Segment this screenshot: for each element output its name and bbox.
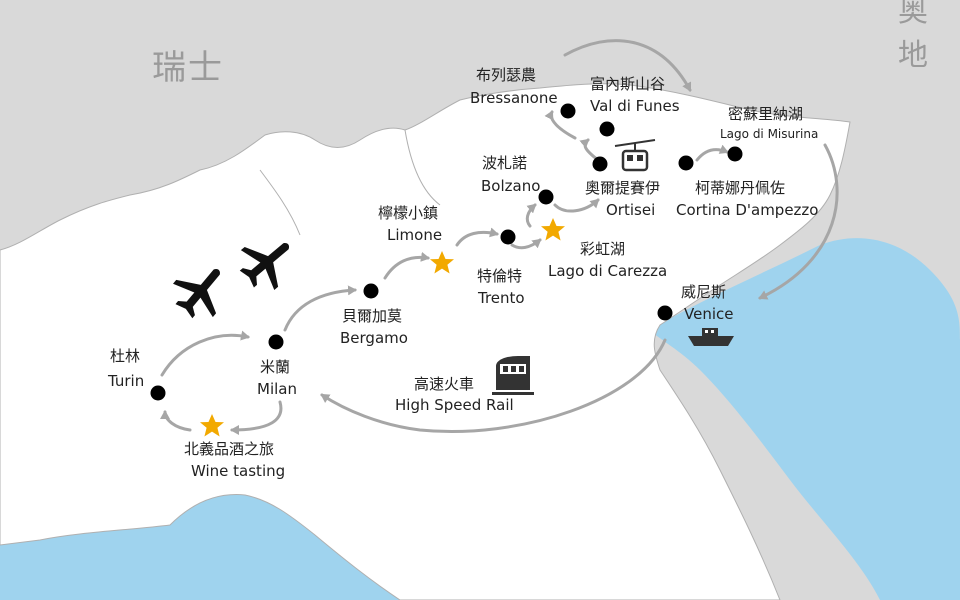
route-valdifunes-bressanone <box>544 110 577 140</box>
country-label-austria: 奥地 <box>898 0 930 73</box>
label-ortisei-en: Ortisei <box>606 201 656 219</box>
dot-cortina <box>678 155 694 171</box>
dot-turin <box>150 385 166 401</box>
label-trento-zh: 特倫特 <box>477 267 523 285</box>
cable-car-icon <box>614 139 656 172</box>
label-val-di-funes-zh: 富內斯山谷 <box>590 75 666 93</box>
label-high-speed-rail-zh: 高速火車 <box>414 375 475 393</box>
route-milan-bergamo <box>283 285 357 332</box>
label-lago-di-carezza-zh: 彩虹湖 <box>580 240 626 258</box>
route-cortina-misurina <box>695 144 729 162</box>
italy-land <box>0 83 851 600</box>
label-trento-en: Trento <box>478 289 525 307</box>
label-venice-zh: 威尼斯 <box>681 283 727 301</box>
route-trento-carezza <box>510 238 542 250</box>
boat-icon <box>688 328 734 346</box>
dot-val-di-funes <box>599 121 615 137</box>
route-bergamo-limone <box>383 251 430 280</box>
label-wine-tasting-zh: 北義品酒之旅 <box>184 440 275 458</box>
dot-misurina <box>727 146 743 162</box>
label-limone-zh: 檸檬小鎮 <box>378 204 439 222</box>
label-limone-en: Limone <box>387 226 443 244</box>
city-markers <box>150 103 743 401</box>
route-bressanone-cortina <box>563 39 692 92</box>
dot-bressanone <box>560 103 576 119</box>
label-ortisei-zh: 奧爾提賽伊 <box>585 179 661 197</box>
dot-milan <box>268 334 284 350</box>
dot-trento <box>500 229 516 245</box>
route-lines <box>160 39 839 435</box>
alpine-border <box>259 129 441 236</box>
route-winetasting-turin <box>160 410 192 432</box>
label-turin-en: Turin <box>108 372 145 390</box>
dot-ortisei <box>592 156 608 172</box>
dot-venice <box>657 305 673 321</box>
ligurian-sea <box>0 489 400 600</box>
label-venice-en: Venice <box>684 305 734 323</box>
label-misurina-en: Lago di Misurina <box>720 127 819 141</box>
airplane-icon <box>239 243 290 290</box>
label-bressanone-en: Bressanone <box>470 89 558 107</box>
label-val-di-funes-en: Val di Funes <box>590 97 680 115</box>
label-misurina-zh: 密蘇里納湖 <box>728 105 804 123</box>
route-venice-milan <box>320 338 667 434</box>
adriatic-sea <box>650 238 960 600</box>
label-milan-en: Milan <box>257 380 297 398</box>
label-bergamo-en: Bergamo <box>340 329 408 347</box>
label-milan-zh: 米蘭 <box>260 358 291 376</box>
route-turin-milan <box>160 330 250 377</box>
route-misurina-venice <box>758 143 839 300</box>
route-bolzano-ortisei <box>553 198 600 213</box>
label-lago-di-carezza-en: Lago di Carezza <box>548 262 668 280</box>
airplane-icon <box>173 268 220 319</box>
label-bressanone-zh: 布列瑟農 <box>476 66 537 84</box>
label-bolzano-zh: 波札諾 <box>482 154 528 172</box>
country-label-switzerland: 瑞士 <box>152 48 224 88</box>
label-high-speed-rail-en: High Speed Rail <box>395 396 514 414</box>
label-turin-zh: 杜林 <box>110 347 141 365</box>
route-ortisei-valdifunes <box>579 138 600 162</box>
dot-bergamo <box>363 283 379 299</box>
label-cortina-zh: 柯蒂娜丹佩佐 <box>695 179 786 197</box>
label-cortina-en: Cortina D'ampezzo <box>676 201 819 219</box>
label-bergamo-zh: 貝爾加莫 <box>342 307 403 325</box>
route-milan-winetasting <box>230 400 283 435</box>
label-wine-tasting-en: Wine tasting <box>191 462 286 480</box>
train-icon <box>492 356 534 395</box>
dot-bolzano <box>538 189 554 205</box>
route-carezza-bolzano <box>525 203 537 228</box>
route-limone-trento <box>455 227 499 247</box>
label-bolzano-en: Bolzano <box>481 177 541 195</box>
